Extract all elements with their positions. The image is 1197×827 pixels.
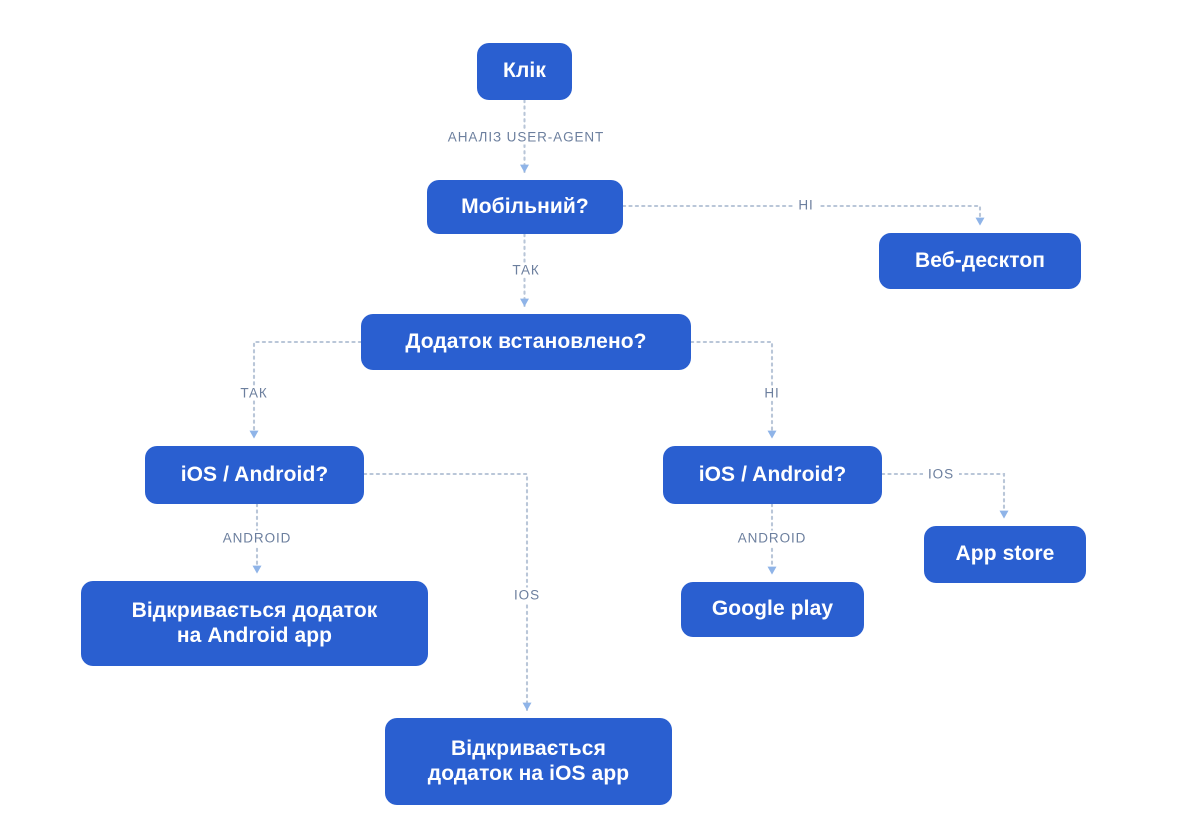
edge-label-mobile-no: НІ — [793, 197, 819, 213]
edge-label-mobile-yes: ТАК — [507, 262, 545, 278]
node-app-store[interactable]: App store — [924, 526, 1086, 583]
edge-label-os-left-ios: IOS — [509, 587, 545, 603]
edge-label-analyze-user-agent: АНАЛІЗ USER-AGENT — [442, 129, 610, 145]
node-os-question-left[interactable]: iOS / Android? — [145, 446, 364, 504]
node-google-play[interactable]: Google play — [681, 582, 864, 637]
edge-label-os-right-ios: IOS — [923, 466, 959, 482]
node-app-installed-question[interactable]: Додаток встановлено? — [361, 314, 691, 370]
node-click[interactable]: Клік — [477, 43, 572, 100]
node-mobile-question[interactable]: Мобільний? — [427, 180, 623, 234]
edge-label-os-right-android: ANDROID — [732, 530, 812, 546]
edge-label-installed-yes: ТАК — [235, 385, 273, 401]
node-open-ios-app[interactable]: Відкривається додаток на iOS app — [385, 718, 672, 805]
node-os-question-right[interactable]: iOS / Android? — [663, 446, 882, 504]
node-open-android-app[interactable]: Відкривається додаток на Android app — [81, 581, 428, 666]
edge-label-installed-no: НІ — [759, 385, 785, 401]
node-web-desktop[interactable]: Веб-десктоп — [879, 233, 1081, 289]
edge-label-os-left-android: ANDROID — [217, 530, 297, 546]
